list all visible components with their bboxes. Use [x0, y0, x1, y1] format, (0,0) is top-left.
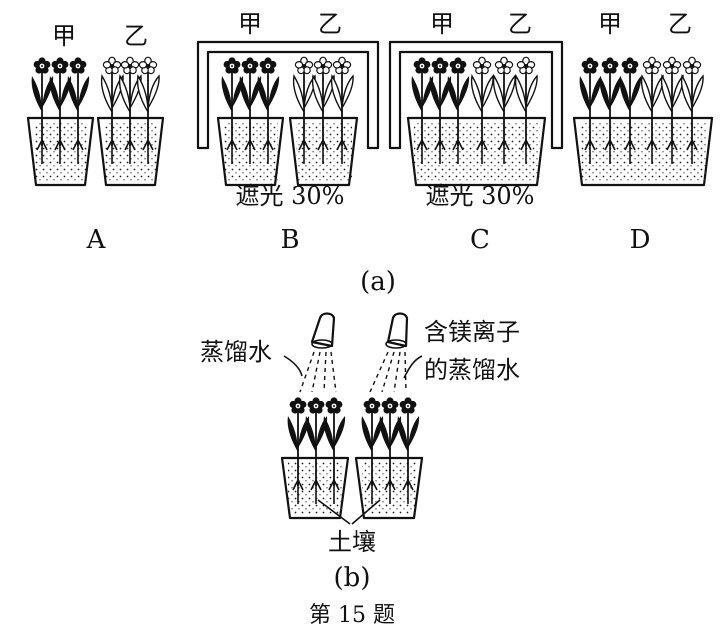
setup-letter-b: B: [280, 225, 299, 255]
label-distilled-water: 蒸馏水: [200, 338, 272, 366]
pot-yi-a: [96, 116, 165, 187]
figure-caption: 第 15 题: [309, 603, 395, 628]
plant-label-jia-a: 甲: [52, 22, 76, 50]
panel-b-label: (b): [334, 563, 371, 593]
pot-jia-b: [216, 116, 285, 187]
pot-jia-a: [26, 116, 95, 187]
spray-left: [299, 351, 337, 393]
label-soil: 土壤: [328, 528, 376, 556]
panel-b: 蒸馏水 含镁离子 的蒸馏水 土壤 (b): [200, 312, 520, 593]
spray-right: [369, 351, 407, 393]
label-mg-water-line2: 的蒸馏水: [424, 356, 520, 384]
plant-label-jia-b: 甲: [238, 10, 262, 38]
pot-yi-b: [288, 116, 359, 187]
setup-letter-a: A: [86, 225, 107, 255]
plant-label-jia-c: 甲: [430, 10, 454, 38]
plant-label-yi-c: 乙: [508, 10, 532, 38]
setup-c: 甲 乙 遮光 30% C: [388, 10, 564, 255]
plant-label-yi-a: 乙: [124, 22, 148, 50]
shade-label-b: 遮光 30%: [236, 182, 345, 210]
pot-right-b: [354, 456, 424, 520]
plant-label-yi-d: 乙: [668, 10, 692, 38]
nozzle-mg-water: [386, 312, 409, 348]
label-mg-water-line1: 含镁离子: [424, 318, 520, 346]
pot-shared-c: [406, 116, 547, 187]
setup-a: 甲 乙 A: [26, 22, 165, 255]
plant-label-jia-d: 甲: [598, 10, 622, 38]
shade-cover-c: [388, 40, 564, 150]
setup-b: 甲 乙 遮光 30% B: [196, 10, 380, 255]
setup-letter-d: D: [630, 225, 651, 255]
shade-label-c: 遮光 30%: [426, 182, 535, 210]
pot-left-b: [280, 456, 350, 520]
setup-d: 甲 乙 D: [572, 10, 714, 255]
plant-label-yi-b: 乙: [318, 10, 342, 38]
panel-a-label: (a): [360, 267, 396, 297]
shade-cover-b: [196, 40, 380, 150]
setup-letter-c: C: [470, 225, 490, 255]
nozzle-distilled-water: [310, 312, 336, 348]
pot-shared-d: [572, 116, 714, 187]
